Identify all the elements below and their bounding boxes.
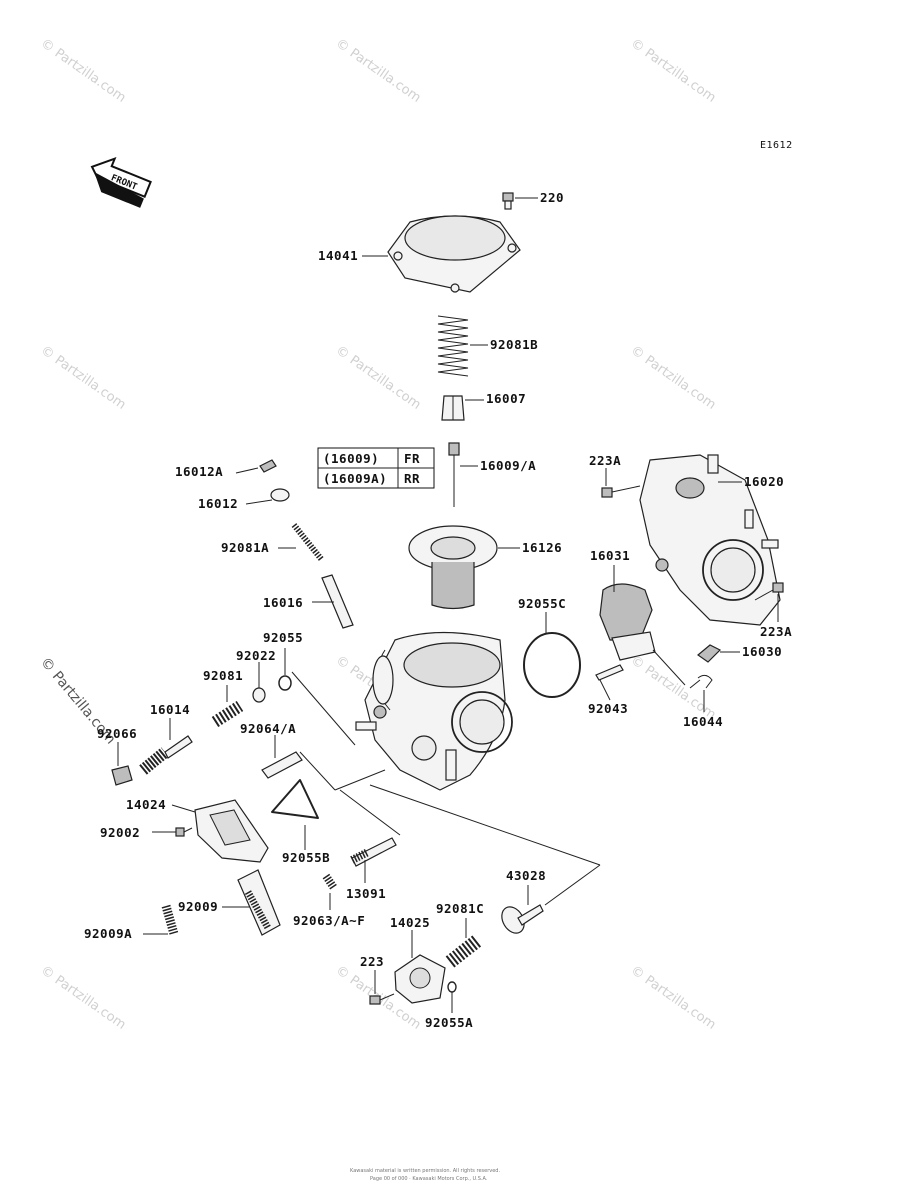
part-92055A-o-ring [447, 981, 457, 993]
part-16007-holder [441, 395, 465, 421]
part-label-14041: 14041 [318, 248, 358, 263]
part-label-92055: 92055 [263, 630, 303, 645]
part-label-92081: 92081 [203, 668, 243, 683]
part-label-92063: 92063/A~F [293, 913, 365, 928]
carburetor-body [355, 631, 513, 791]
part-label-16012: 16012 [198, 496, 238, 511]
part-label-16007: 16007 [486, 391, 526, 406]
legend-part: (16009A) [323, 471, 387, 486]
part-16020-housing [639, 454, 781, 626]
part-92064A-jet [261, 751, 303, 779]
footer-line: Page 00 of 000 · Kawasaki Motors Corp., … [370, 1176, 488, 1182]
watermark: © Partzilla.com [333, 343, 424, 413]
part-label-92081A: 92081A [221, 540, 269, 555]
part-220-screw [502, 192, 538, 210]
part-label-16014: 16014 [150, 702, 190, 717]
watermark: © Partzilla.com [38, 343, 129, 413]
part-16014-pilot-screw [139, 735, 193, 775]
diagram-code: E1612 [760, 140, 793, 151]
watermark: © Partzilla.com [628, 343, 719, 413]
part-label-92055B: 92055B [282, 850, 330, 865]
watermark: © Partzilla.com [38, 36, 129, 106]
part-label-16126: 16126 [522, 540, 562, 555]
part-16044-clip [697, 674, 713, 689]
part-223-screw [369, 993, 395, 1005]
part-label-16044: 16044 [683, 714, 723, 729]
part-92081A-spring [291, 523, 325, 562]
part-label-92009A: 92009A [84, 926, 132, 941]
part-label-92066: 92066 [97, 726, 137, 741]
part-label-14025: 14025 [390, 915, 430, 930]
part-label-14024: 14024 [126, 797, 166, 812]
part-92081-spring [211, 700, 244, 728]
part-92055-o-ring [278, 675, 292, 691]
part-16012A [259, 459, 277, 473]
watermark: © Partzilla.com [628, 653, 719, 723]
part-label-92055A: 92055A [425, 1015, 473, 1030]
part-92055B-gasket [271, 779, 319, 819]
part-16126-vacuum-piston [408, 525, 498, 610]
part-16030-float-valve [697, 644, 722, 663]
legend-position: RR [404, 471, 420, 486]
part-label-13091: 13091 [346, 886, 386, 901]
part-label-16020: 16020 [744, 474, 784, 489]
part-14024-cover [194, 799, 269, 863]
part-92043-pin [595, 664, 624, 681]
part-43028-diaphragm [501, 904, 544, 934]
part-92009-jet-block [237, 869, 281, 936]
part-92002-screw [175, 827, 193, 837]
part-223A-screw [754, 582, 784, 601]
part-223A-screw [601, 485, 641, 498]
watermark: © Partzilla.com [333, 36, 424, 106]
part-92066-cap [111, 765, 133, 786]
part-label-92081C: 92081C [436, 901, 484, 916]
part-label-16009A: 16009/A [480, 458, 536, 473]
part-14041-top-cover [387, 215, 521, 293]
part-label-92002: 92002 [100, 825, 140, 840]
part-label-92022: 92022 [236, 648, 276, 663]
part-label-220: 220 [540, 190, 564, 205]
part-label-16016: 16016 [263, 595, 303, 610]
part-label-43028: 43028 [506, 868, 546, 883]
part-label-16030: 16030 [742, 644, 782, 659]
part-label-223A-top: 223A [589, 453, 621, 468]
front-arrow-icon: FRONT [90, 157, 152, 208]
part-92055C-o-ring [523, 632, 581, 698]
part-label-92055C: 92055C [518, 596, 566, 611]
part-label-223A-right: 223A [760, 624, 792, 639]
part-13091-rod [350, 837, 397, 867]
part-16031-float [599, 583, 656, 661]
part-label-223: 223 [360, 954, 384, 969]
part-16012 [270, 488, 290, 502]
part-92081B-spring [437, 315, 469, 377]
legend-position: FR [404, 451, 420, 466]
part-label-92081B: 92081B [490, 337, 538, 352]
watermark: © Partzilla.com [628, 36, 719, 106]
legend-part: (16009) [323, 451, 379, 466]
watermark: © Partzilla.com [38, 963, 129, 1033]
watermark: © Partzilla.com [628, 963, 719, 1033]
part-14025-cover [394, 954, 446, 1004]
legend-table: (16009) FR (16009A) RR [317, 447, 435, 489]
part-92081C-spring [445, 934, 483, 968]
part-label-92009: 92009 [178, 899, 218, 914]
part-92022-washer [252, 687, 266, 703]
part-label-92043: 92043 [588, 701, 628, 716]
footer-line: Kawasaki material is written permission.… [350, 1168, 500, 1174]
part-92063-jet [322, 873, 338, 891]
part-92009A-jet [161, 904, 179, 936]
part-label-16012A: 16012A [175, 464, 223, 479]
part-16009-jet-needle [448, 442, 460, 507]
part-label-16031: 16031 [590, 548, 630, 563]
part-16016-needle-jet [321, 574, 354, 629]
part-label-92064A: 92064/A [240, 721, 296, 736]
